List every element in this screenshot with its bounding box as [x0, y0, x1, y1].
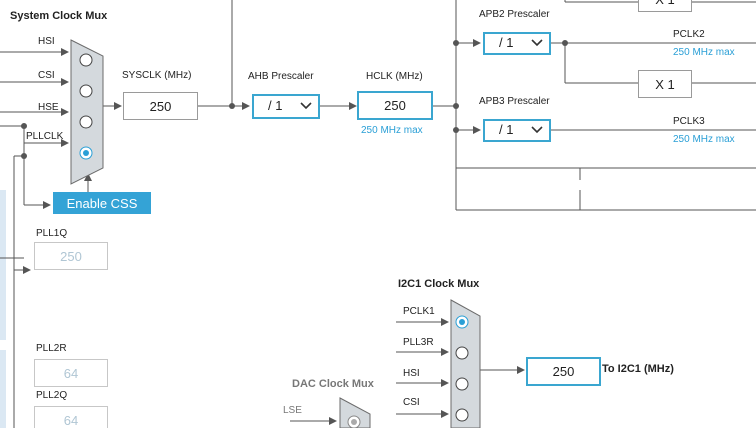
pll2r-label: PLL2R	[36, 343, 67, 354]
i2c1-output-label: To I2C1 (MHz)	[602, 363, 674, 375]
radio-dot	[351, 419, 357, 425]
chevron-down-icon	[531, 126, 543, 134]
apb2-prescaler-label: APB2 Prescaler	[479, 9, 550, 20]
pclk3-label: PCLK3	[673, 116, 705, 127]
radio-button-icon[interactable]	[79, 115, 93, 129]
hclk-value-field[interactable]: 250	[357, 91, 433, 120]
hclk-label: HCLK (MHz)	[366, 71, 423, 82]
dac-clock-mux-title: DAC Clock Mux	[292, 378, 374, 390]
i2c1-clock-value-field[interactable]: 250	[526, 357, 601, 386]
radio-button-icon[interactable]	[79, 84, 93, 98]
radio-selected-dot	[83, 150, 89, 156]
apb2-timer-multiplier[interactable]: X 1	[638, 70, 692, 98]
apb3-prescaler-label: APB3 Prescaler	[479, 96, 550, 107]
chevron-down-icon	[531, 39, 543, 47]
pclk2-max-note: 250 MHz max	[673, 47, 735, 58]
pll1q-label: PLL1Q	[36, 228, 68, 239]
radio-button-icon[interactable]	[79, 53, 93, 67]
system-clock-mux-body	[70, 39, 104, 185]
i2c1-clock-mux-radios	[455, 315, 469, 422]
apb1-timer-multiplier[interactable]: X 1	[638, 0, 692, 12]
pll2q-value-field[interactable]: 64	[34, 406, 108, 428]
sysclk-label: SYSCLK (MHz)	[122, 70, 192, 81]
i2c1-input-csi: CSI	[403, 397, 420, 408]
pclk3-max-note: 250 MHz max	[673, 134, 735, 145]
dac-clock-mux-body	[339, 397, 371, 428]
mux-input-hsi: HSI	[38, 36, 55, 47]
dac-input-lse: LSE	[283, 405, 302, 416]
apb2-prescaler-value: / 1	[499, 35, 514, 50]
i2c1-input-pclk1: PCLK1	[403, 306, 435, 317]
mux-input-hse: HSE	[38, 102, 59, 113]
system-clock-mux-title: System Clock Mux	[10, 10, 108, 22]
i2c1-clock-mux-body	[450, 299, 481, 428]
enable-css-button[interactable]: Enable CSS	[53, 192, 151, 214]
i2c1-input-hsi: HSI	[403, 368, 420, 379]
pll1q-value-field[interactable]: 250	[34, 242, 108, 270]
pll2q-label: PLL2Q	[36, 390, 68, 401]
mux-input-pllclk: PLLCLK	[26, 131, 64, 142]
apb3-prescaler-select[interactable]: / 1	[483, 119, 551, 142]
apb3-prescaler-value: / 1	[499, 122, 514, 137]
i2c1-clock-mux-title: I2C1 Clock Mux	[398, 278, 480, 290]
system-clock-mux-radios	[79, 53, 93, 160]
apb2-prescaler-select[interactable]: / 1	[483, 32, 551, 55]
chevron-down-icon	[300, 102, 312, 110]
i2c1-input-pll3r: PLL3R	[403, 337, 434, 348]
ahb-prescaler-value: / 1	[268, 98, 283, 113]
hclk-max-note: 250 MHz max	[361, 125, 423, 136]
sysclk-value-field[interactable]: 250	[123, 92, 198, 120]
radio-button-icon[interactable]	[455, 346, 469, 360]
mux-input-csi: CSI	[38, 70, 55, 81]
radio-button-icon[interactable]	[455, 408, 469, 422]
pll2r-value-field[interactable]: 64	[34, 359, 108, 387]
ahb-prescaler-label: AHB Prescaler	[248, 71, 314, 82]
radio-selected-dot	[459, 319, 465, 325]
ahb-prescaler-select[interactable]: / 1	[252, 94, 320, 119]
radio-button-icon[interactable]	[455, 377, 469, 391]
pclk2-label: PCLK2	[673, 29, 705, 40]
